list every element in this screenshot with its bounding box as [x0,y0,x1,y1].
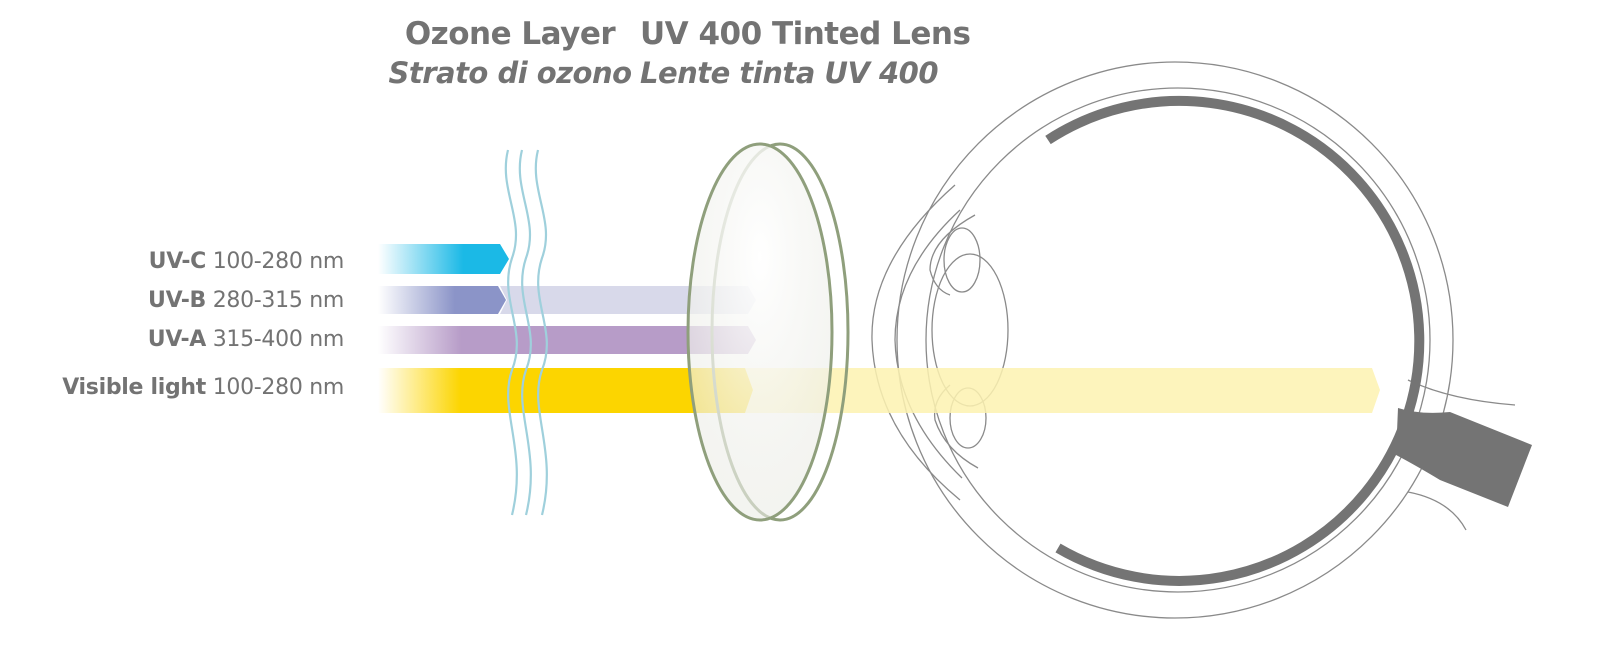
iris-upper [929,214,976,296]
optic-nerve [1396,408,1532,507]
uvc-ray [378,244,509,274]
visible-ray-passed [745,368,1380,413]
lens-heading: UV 400 Tinted Lens Lente tinta UV 400 [640,14,971,92]
visible-range: 100-280 nm [212,375,345,400]
uva-ray [378,326,756,354]
ozone-wave-3 [534,149,548,516]
globe-inner [925,87,1431,593]
ciliary-upper [943,227,981,293]
uva-label: UV-A 315-400 nm [147,327,345,352]
optic-nerve-outline-lower [1407,491,1467,531]
uvb-name: UV-B [148,288,206,313]
uvb-ray [378,286,506,314]
ozone-wave-2 [518,149,532,516]
lens-heading-en: UV 400 Tinted Lens [640,16,971,52]
uvc-label: UV-C 100-280 nm [148,249,345,274]
uvc-name: UV-C [148,249,207,274]
ozone-wave-1 [504,149,518,516]
rays [378,244,1380,413]
visible-ray [378,368,753,413]
ozone-heading: Ozone Layer Strato di ozono [380,14,640,92]
visible-label: Visible light 100-280 nm [62,375,344,400]
cornea [871,184,961,501]
uva-name: UV-A [147,327,207,352]
uvc-range: 100-280 nm [212,249,345,274]
uvb-range: 280-315 nm [212,288,345,313]
uvb-label: UV-B 280-315 nm [148,288,344,313]
tinted-lens [686,142,850,522]
lens-heading-it: Lente tinta UV 400 [640,56,939,90]
uva-range: 315-400 nm [212,327,345,352]
ozone-layer [504,149,548,516]
visible-name: Visible light [62,375,206,400]
retina [1045,95,1425,586]
ozone-heading-en: Ozone Layer [404,16,616,52]
sclera-outer [896,61,1454,619]
cornea-inner [894,209,963,479]
ozone-heading-it: Strato di ozono [388,56,632,90]
lens-front [686,142,834,522]
